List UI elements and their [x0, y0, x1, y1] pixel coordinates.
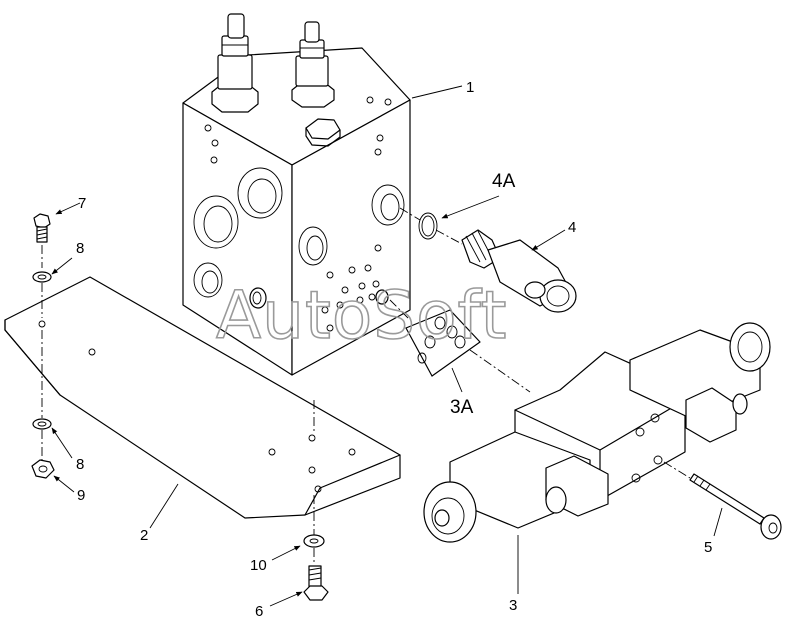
assembly-centerlines — [41, 207, 691, 564]
hex-nut — [31, 459, 55, 479]
relief-cartridge-right — [291, 21, 335, 108]
callout-2: 2 — [140, 527, 148, 544]
callout-8-top: 8 — [76, 240, 84, 257]
washer-bottom-left — [32, 418, 52, 430]
check-valve-cartridge — [461, 229, 577, 313]
washer-bottom — [303, 534, 325, 548]
watermark: AutoSoft — [216, 277, 507, 354]
callout-5: 5 — [704, 539, 712, 556]
callout-4a: 4A — [492, 171, 516, 192]
relief-cartridge-left — [211, 13, 259, 113]
leader-lines — [51, 85, 723, 607]
valve-manifold-block — [182, 13, 411, 376]
long-bolt — [689, 473, 782, 540]
mounting-bracket — [4, 276, 401, 519]
callout-3a: 3A — [450, 397, 474, 418]
callout-7: 7 — [78, 195, 86, 212]
callout-1: 1 — [466, 79, 474, 96]
bolt-top-left — [33, 213, 51, 243]
bolt-bottom — [303, 565, 329, 601]
callout-10: 10 — [250, 557, 267, 574]
solenoid-directional-valve — [423, 322, 771, 543]
callout-6: 6 — [255, 603, 263, 620]
callout-9: 9 — [77, 487, 85, 504]
callout-8-bottom: 8 — [76, 456, 84, 473]
o-ring — [418, 212, 438, 240]
callout-4: 4 — [568, 219, 576, 236]
callout-3: 3 — [509, 597, 517, 614]
seal-ring-set — [405, 309, 481, 377]
washer-top-left — [32, 271, 52, 283]
